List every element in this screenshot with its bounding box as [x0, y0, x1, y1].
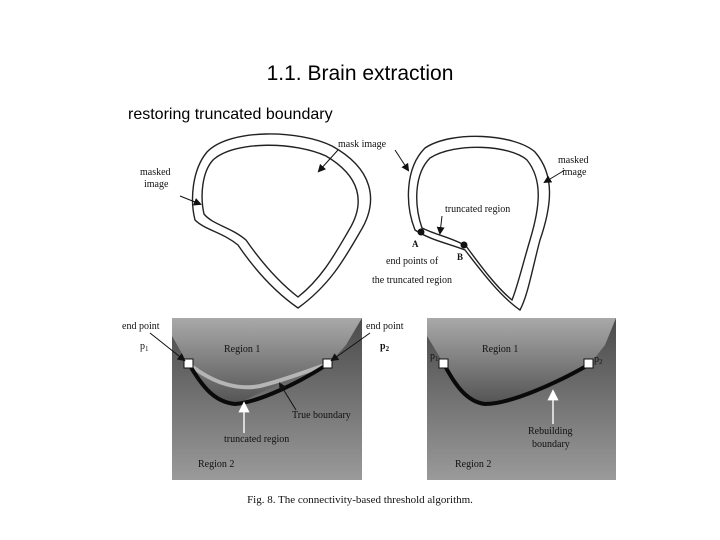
mask-image-arrow-right — [394, 149, 410, 172]
point-a-label: A — [412, 239, 419, 249]
true-boundary-arrow — [278, 382, 297, 411]
truncated-region-label: truncated region — [445, 204, 510, 215]
masked-image-inner-contour-right — [416, 146, 539, 302]
end-point-right-arrow — [330, 332, 371, 362]
masked-image-label-line2: image — [144, 179, 169, 190]
end-point-p2-marker-right — [583, 358, 594, 369]
p1-label-right: p1 — [430, 351, 439, 363]
p2-label-left: p2 — [380, 341, 390, 353]
masked-image-outer-contour-right — [407, 135, 551, 312]
p2-label-right: p2 — [594, 354, 603, 366]
region2-label-right: Region 2 — [455, 459, 491, 470]
true-boundary-curve — [187, 362, 329, 390]
end-point-left-label: end point — [122, 321, 160, 332]
end-point-a — [417, 228, 425, 236]
truncated-region-arrow — [436, 215, 445, 235]
point-b-label: B — [457, 252, 463, 262]
masked-image-label-right-line2: image — [562, 167, 587, 178]
region1-label-right: Region 1 — [482, 344, 518, 355]
region2-label-left: Region 2 — [198, 459, 234, 470]
truncated-boundary-curve — [187, 362, 330, 407]
end-point-left-arrow — [149, 332, 186, 362]
region1-label-left: Region 1 — [224, 344, 260, 355]
true-boundary-label: True boundary — [292, 410, 351, 421]
bottom-right-panel: p1 p2 Region 1 Region 2 Rebuilding bound… — [427, 318, 616, 480]
figure-caption: Fig. 8. The connectivity-based threshold… — [247, 494, 473, 506]
truncated-region-label-bottom: truncated region — [224, 434, 289, 445]
masked-image-arrow — [179, 195, 202, 206]
slide-subtitle: restoring truncated boundary — [128, 106, 333, 123]
mask-image-outer-contour — [191, 133, 372, 309]
rebuilding-label-line2: boundary — [532, 439, 570, 450]
masked-image-label-line1: masked — [140, 167, 171, 178]
end-points-label-line2: the truncated region — [372, 275, 452, 286]
rebuilding-label-line1: Rebuilding — [528, 426, 572, 437]
p1-label-left: p1 — [140, 341, 149, 353]
region1-area-right — [427, 318, 616, 404]
slide-title: 1.1. Brain extraction — [266, 62, 454, 85]
end-point-b — [460, 241, 468, 249]
bottom-left-panel: end point end point p1 p2 Region 1 Regio… — [122, 318, 404, 480]
mask-image-label: mask image — [338, 139, 387, 150]
rebuilding-boundary-curve — [442, 362, 591, 407]
end-point-p2-marker — [322, 358, 333, 369]
masked-image-inner-contour — [201, 144, 359, 298]
end-point-right-label: end point — [366, 321, 404, 332]
masked-image-label-right-line1: masked — [558, 155, 589, 166]
mask-image-arrow — [317, 149, 339, 173]
end-point-p1-marker-right — [438, 358, 449, 369]
top-right-panel: masked image truncated region A B end po… — [372, 135, 589, 312]
end-point-p1-marker — [183, 358, 194, 369]
end-points-label-line1: end points of — [386, 256, 439, 267]
masked-image-arrow-right — [543, 169, 566, 184]
top-left-panel: mask image masked image — [140, 133, 387, 309]
